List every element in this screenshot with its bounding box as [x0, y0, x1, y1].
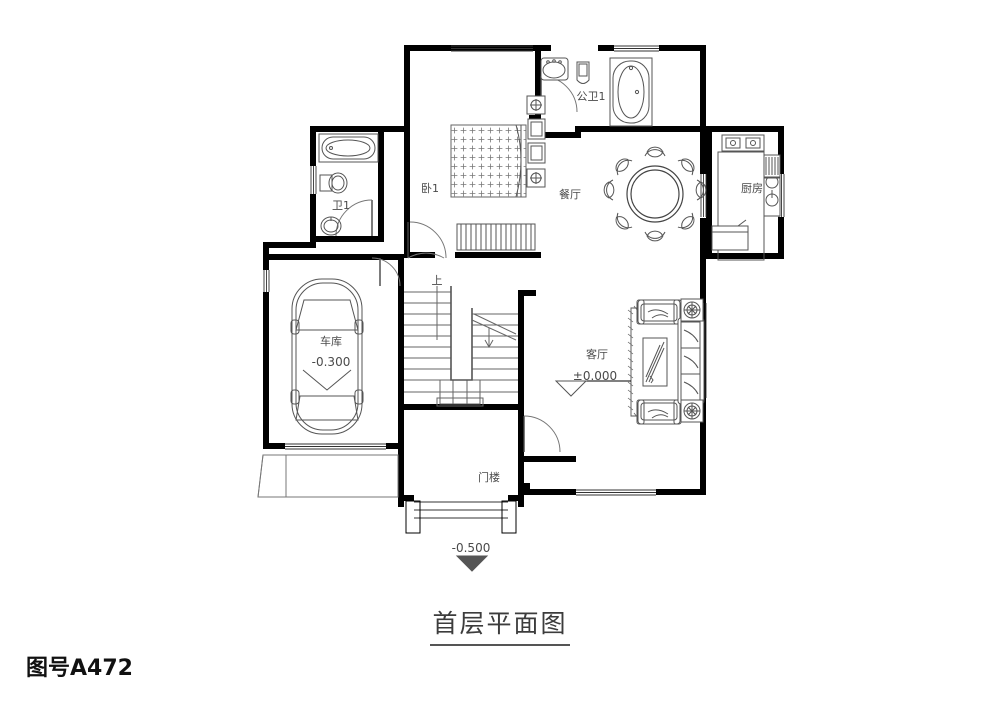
dining-chairs [603, 146, 707, 242]
room-label-garage: 车库 [320, 334, 342, 348]
door-bedroom1 [407, 221, 447, 259]
chair [603, 179, 615, 201]
door-garage-inner [371, 257, 401, 287]
gatehouse-front-opening [414, 501, 508, 519]
sofa-three-seat [677, 317, 705, 405]
window-publicbath-north [614, 45, 659, 52]
gatehouse-columns [405, 500, 517, 534]
window-bedroom-north [451, 45, 533, 52]
lamp-bottom [526, 168, 546, 188]
sink-bath1 [320, 216, 342, 236]
door-gatehouse-living [523, 415, 561, 453]
door-public-bath [540, 75, 578, 113]
car-symbol [290, 278, 364, 435]
staircase [404, 286, 518, 407]
bathtub-bath1 [318, 133, 379, 163]
chair [677, 212, 695, 230]
room-label-gatehouse: 门楼 [478, 470, 500, 484]
kitchen-fixtures [711, 134, 781, 261]
elevation-text-layer: ±0.000 -0.300 -0.500 [312, 355, 618, 555]
toilet-publicbath [576, 61, 590, 84]
elevation-markers [455, 380, 631, 572]
annotation-layer: 上 [432, 274, 443, 287]
lamp-top [526, 95, 546, 115]
window-garage-west [263, 270, 270, 292]
room-label-bathroom-1: 卫1 [332, 199, 350, 212]
dish-rack [763, 154, 781, 178]
stair-direction-label: 上 [432, 274, 443, 287]
side-table-top [680, 298, 704, 322]
chair [677, 158, 695, 176]
dining-furniture [603, 146, 707, 242]
window-living-south [576, 489, 656, 496]
stair-treads-right [472, 313, 518, 370]
dining-table-round [626, 165, 684, 223]
zone-hatch-left [627, 308, 634, 416]
doors-layer [335, 75, 578, 453]
plan-title-text: 首层平面图 [430, 604, 570, 646]
bathroom1-fixtures [318, 133, 379, 236]
bed-double [450, 124, 527, 198]
elevation-value-garage: -0.300 [312, 355, 351, 369]
elev-marker-entry [455, 555, 489, 572]
cooktop [721, 134, 765, 152]
chair [615, 212, 633, 230]
side-table-bottom [680, 399, 704, 423]
sheet-number: 图号A472 [26, 656, 133, 681]
room-label-bedroom-1: 卧1 [421, 182, 439, 195]
room-label-public-bath-1: 公卫1 [577, 90, 606, 103]
room-labels-layer: 卧1 卫1 公卫1 餐厅 厨房 客厅 车库 门楼 [320, 90, 763, 484]
bedroom1-furniture [450, 95, 546, 251]
living-furniture [627, 298, 705, 425]
refrigerator [711, 219, 749, 251]
elevation-value-entry: -0.500 [452, 541, 491, 555]
plan-title: 首层平面图 [0, 604, 1000, 646]
window-bathroom1-west [310, 166, 317, 194]
room-label-kitchen: 厨房 [741, 182, 763, 195]
sink-publicbath [540, 57, 569, 81]
elevation-value-living: ±0.000 [573, 369, 617, 383]
stair-treads-left [404, 291, 451, 370]
wardrobe [456, 223, 536, 251]
chair [644, 230, 666, 242]
coffee-table [642, 337, 668, 387]
walls-layer [263, 45, 784, 507]
nightstand-bottom [527, 142, 546, 164]
armchair-top [636, 299, 682, 325]
chair [695, 179, 707, 201]
stair-landing [404, 379, 518, 405]
garage-layer [257, 278, 399, 498]
driveway-ramp [257, 454, 399, 498]
chair [644, 146, 666, 158]
publicbath1-fixtures [540, 57, 653, 127]
sink-kitchen [763, 175, 781, 217]
room-label-living: 客厅 [586, 347, 608, 361]
armchair-bottom [636, 399, 682, 425]
nightstand-top [527, 118, 546, 140]
elev-marker-living [554, 380, 631, 397]
room-label-dining: 餐厅 [559, 187, 581, 201]
chair [615, 158, 633, 176]
toilet-bath1 [319, 172, 348, 194]
bathtub-publicbath [609, 57, 653, 127]
garage-door-opening [285, 443, 386, 450]
